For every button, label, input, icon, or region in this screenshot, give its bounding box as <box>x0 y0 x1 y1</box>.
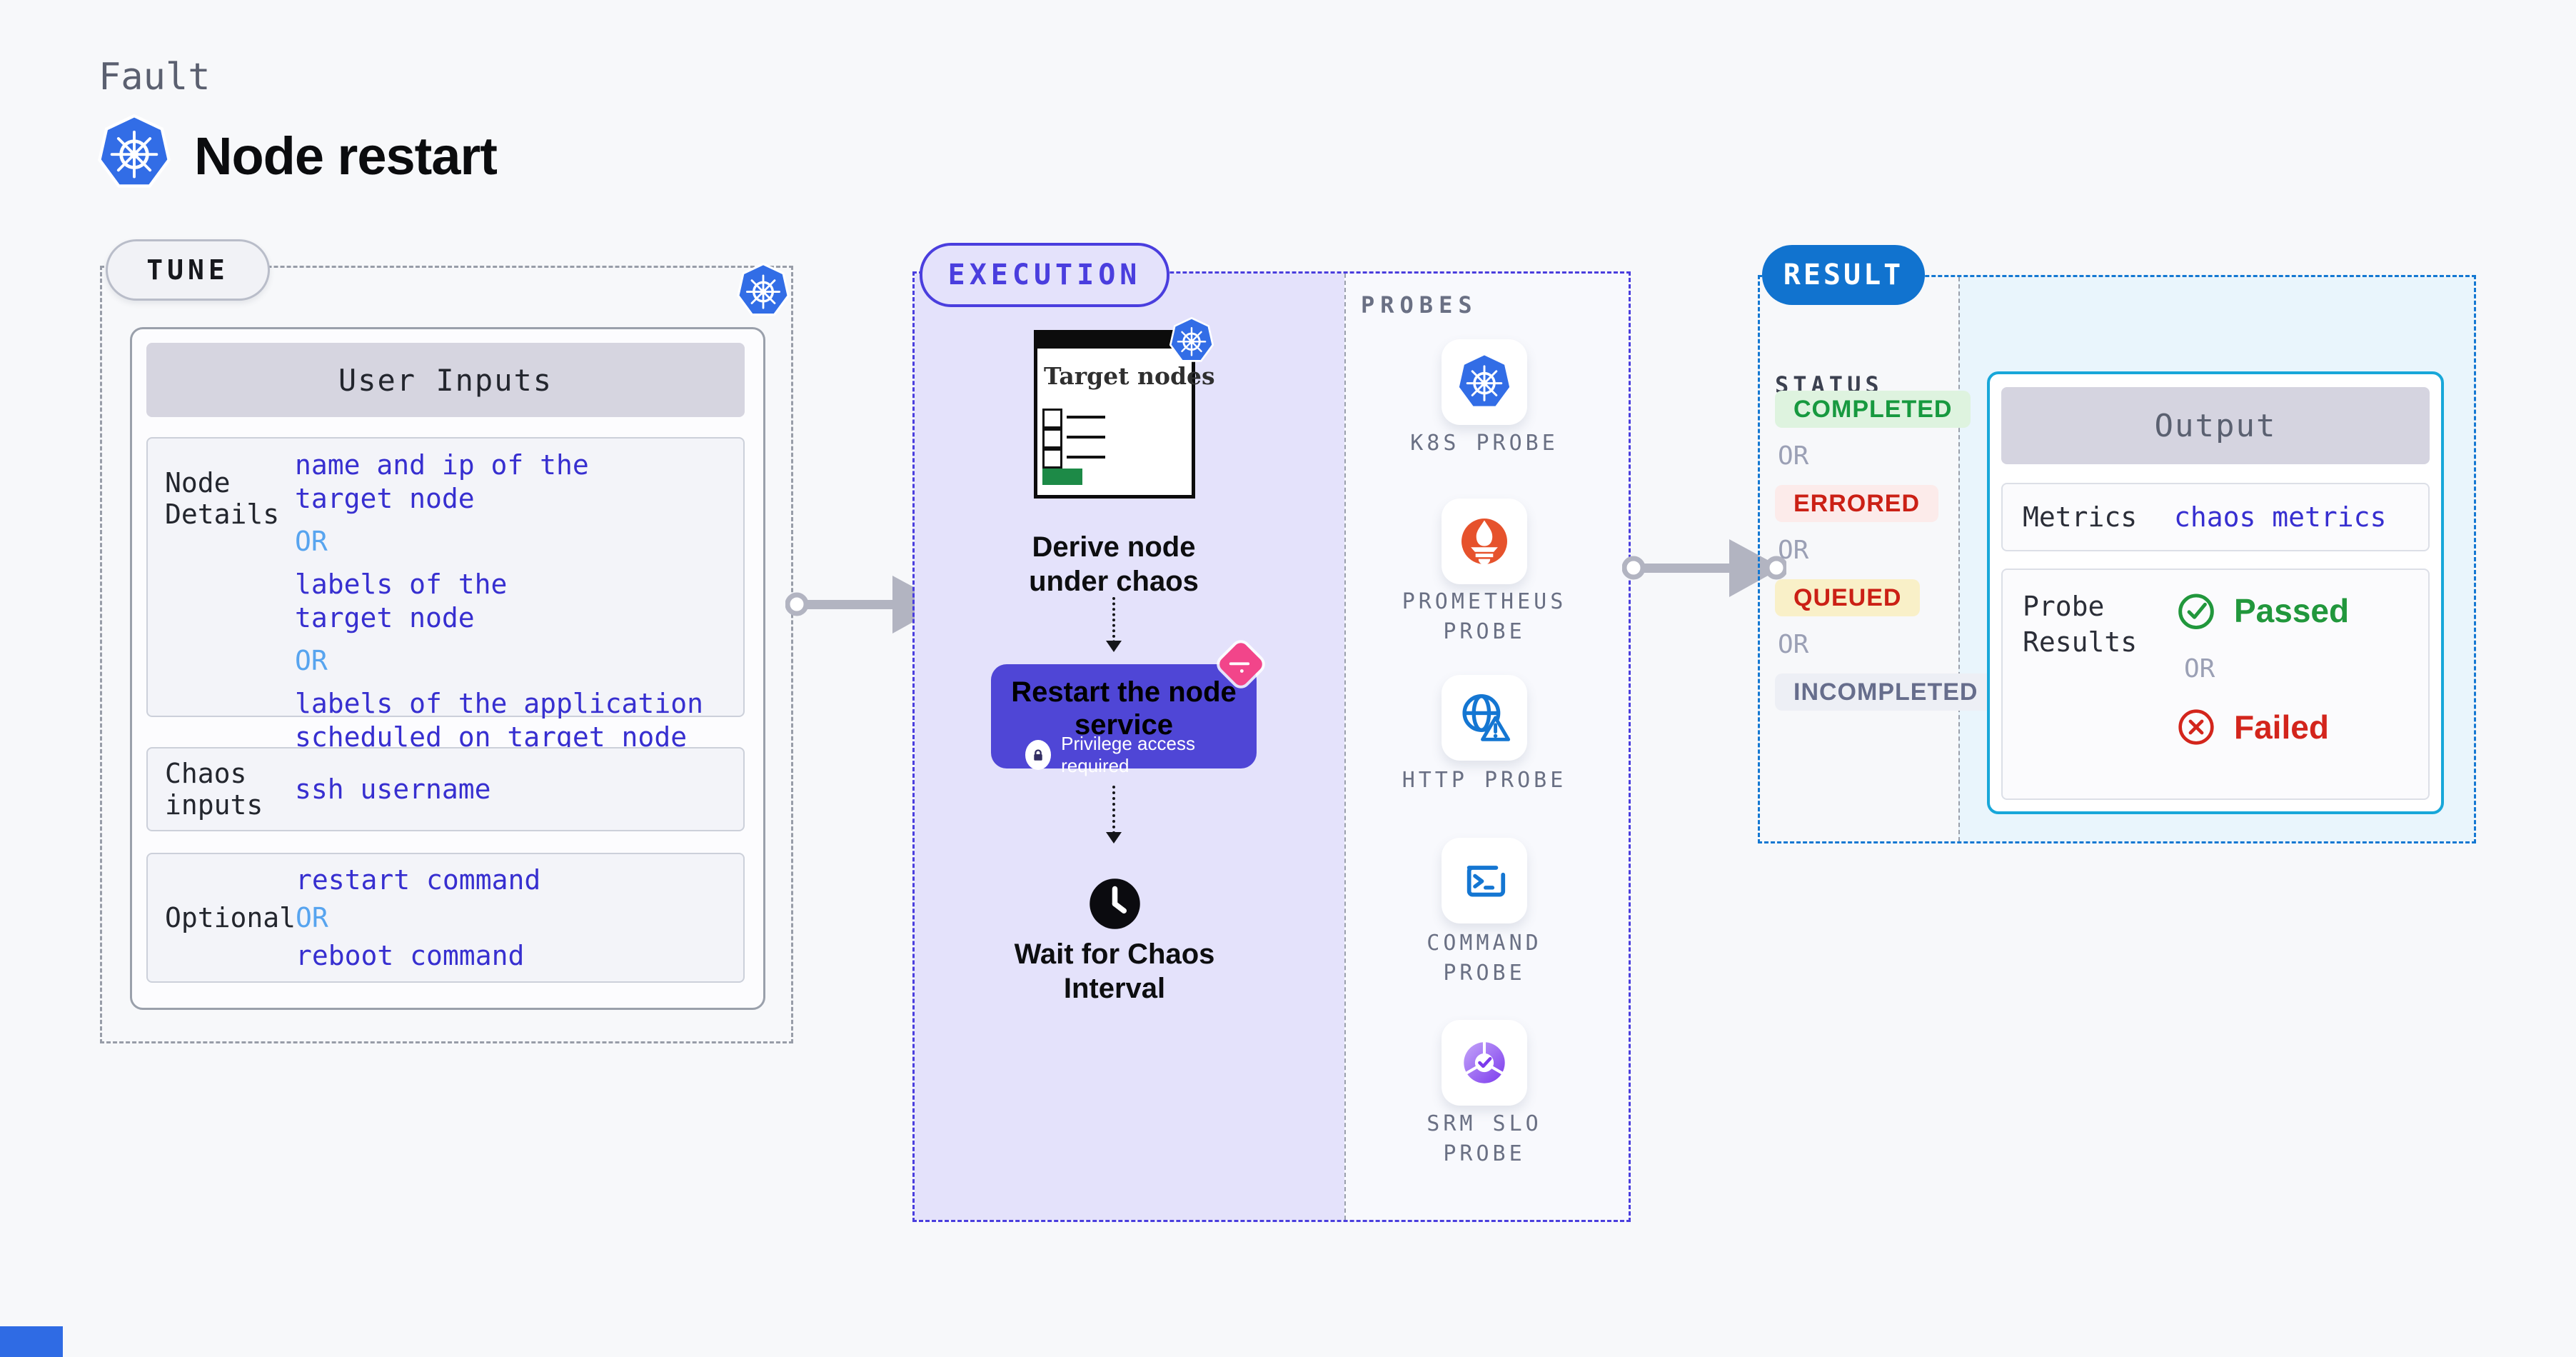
kubernetes-icon <box>95 114 173 191</box>
x-circle-icon <box>2174 705 2218 749</box>
row-values: restart command OR reboot command <box>296 863 743 973</box>
down-arrow-icon <box>1106 786 1122 843</box>
list-line <box>1067 416 1105 419</box>
row-value: target node <box>295 483 475 514</box>
terminal-icon <box>1455 851 1514 910</box>
probe-label: K8S PROBE <box>1410 431 1559 456</box>
or-separator: OR <box>295 645 328 676</box>
row-value: ssh username <box>295 773 491 805</box>
or-separator: OR <box>1778 536 1809 565</box>
or-separator: OR <box>2184 654 2215 683</box>
probes-heading: PROBES <box>1361 291 1478 319</box>
output-row-probe-results: Probe Results Passed OR Failed <box>2001 569 2430 800</box>
metrics-value: chaos metrics <box>2174 501 2387 533</box>
status-list: COMPLETED OR ERRORED OR QUEUED OR INCOMP… <box>1775 391 1997 711</box>
kubernetes-icon <box>735 263 791 319</box>
row-value: labels of the application <box>295 688 703 719</box>
probe-result-passed: Passed <box>2174 589 2349 633</box>
probe-label: PROMETHEUS PROBE <box>1402 589 1567 644</box>
probe-card-k8s <box>1442 339 1527 425</box>
user-inputs-header: User Inputs <box>146 343 745 417</box>
row-value: name and ip of the <box>295 449 589 481</box>
row-label: Metrics <box>2023 501 2138 533</box>
table-row-chaos-inputs: Chaos inputs ssh username <box>146 747 745 831</box>
tab-tune: TUNE <box>106 239 270 301</box>
bottom-left-blue-strip <box>0 1326 63 1357</box>
tab-execution: EXECUTION <box>920 243 1169 307</box>
output-header: Output <box>2001 387 2430 464</box>
window-title-bar <box>1034 330 1195 349</box>
status-badge-errored: ERRORED <box>1775 485 1939 522</box>
down-arrow-icon <box>1106 597 1122 652</box>
step-wait-chaos-interval: Wait for Chaos Interval <box>1014 938 1215 1004</box>
clock-icon <box>1088 877 1142 931</box>
or-separator: OR <box>1778 630 1809 659</box>
row-values: ssh username <box>295 773 743 806</box>
checkbox-icon <box>1042 429 1062 449</box>
restart-node-service-title: Restart the node service <box>1011 676 1237 741</box>
lock-icon <box>1025 740 1052 770</box>
table-row-node-details: Node Details name and ip of the target n… <box>146 437 745 753</box>
or-separator: OR <box>295 526 328 557</box>
privilege-note-text: Privilege access required <box>1061 733 1195 776</box>
row-label: Chaos inputs <box>165 758 263 821</box>
row-value: labels of the <box>295 569 508 600</box>
probe-label: SRM SLO PROBE <box>1427 1111 1542 1166</box>
window-title: Target nodes <box>1044 362 1215 390</box>
row-value: target node <box>295 602 475 634</box>
probe-results-values: Passed OR Failed <box>2174 589 2349 798</box>
kubernetes-icon <box>1168 317 1215 364</box>
row-label: Optional <box>165 902 296 933</box>
fault-eyebrow: Fault <box>99 56 211 99</box>
list-line <box>1067 456 1105 459</box>
probe-card-http <box>1442 675 1527 761</box>
tab-result: RESULT <box>1762 245 1925 305</box>
step-derive-node: Derive node under chaos <box>1029 531 1199 597</box>
passed-label: Passed <box>2234 592 2350 629</box>
probe-card-srm-slo <box>1442 1020 1527 1106</box>
checkbox-icon <box>1042 409 1062 429</box>
output-row-metrics: Metrics chaos metrics <box>2001 483 2430 551</box>
table-row-optional: Optional restart command OR reboot comma… <box>146 853 745 983</box>
check-circle-icon <box>2174 589 2218 633</box>
probe-label: COMMAND PROBE <box>1427 931 1542 986</box>
or-separator: OR <box>1778 441 1809 471</box>
row-value: reboot command <box>296 939 525 971</box>
privilege-note: Privilege access required <box>1025 733 1239 777</box>
prometheus-icon <box>1455 512 1514 571</box>
row-label: Probe Results <box>2023 591 2138 658</box>
probe-result-failed: Failed <box>2174 705 2349 749</box>
page-title: Node restart <box>194 126 498 186</box>
status-badge-queued: QUEUED <box>1775 579 1921 616</box>
tune-section <box>100 266 793 1043</box>
probe-card-command <box>1442 838 1527 923</box>
checkbox-icon <box>1042 449 1062 469</box>
green-button <box>1042 469 1082 485</box>
row-label: Node Details <box>165 467 280 530</box>
probe-card-prometheus <box>1442 499 1527 584</box>
probe-label: HTTP PROBE <box>1402 768 1567 793</box>
status-badge-completed: COMPLETED <box>1775 391 1971 428</box>
slo-donut-check-icon <box>1455 1033 1514 1092</box>
or-separator: OR <box>296 901 328 933</box>
globe-alert-icon <box>1455 688 1514 747</box>
kubernetes-icon <box>1455 353 1514 411</box>
row-value: restart command <box>296 863 541 896</box>
row-values: name and ip of the target node OR labels… <box>295 439 743 753</box>
status-badge-incompleted: INCOMPLETED <box>1775 674 1997 711</box>
failed-label: Failed <box>2234 708 2329 746</box>
chaos-badge-icon <box>1217 640 1265 688</box>
list-line <box>1067 436 1105 439</box>
